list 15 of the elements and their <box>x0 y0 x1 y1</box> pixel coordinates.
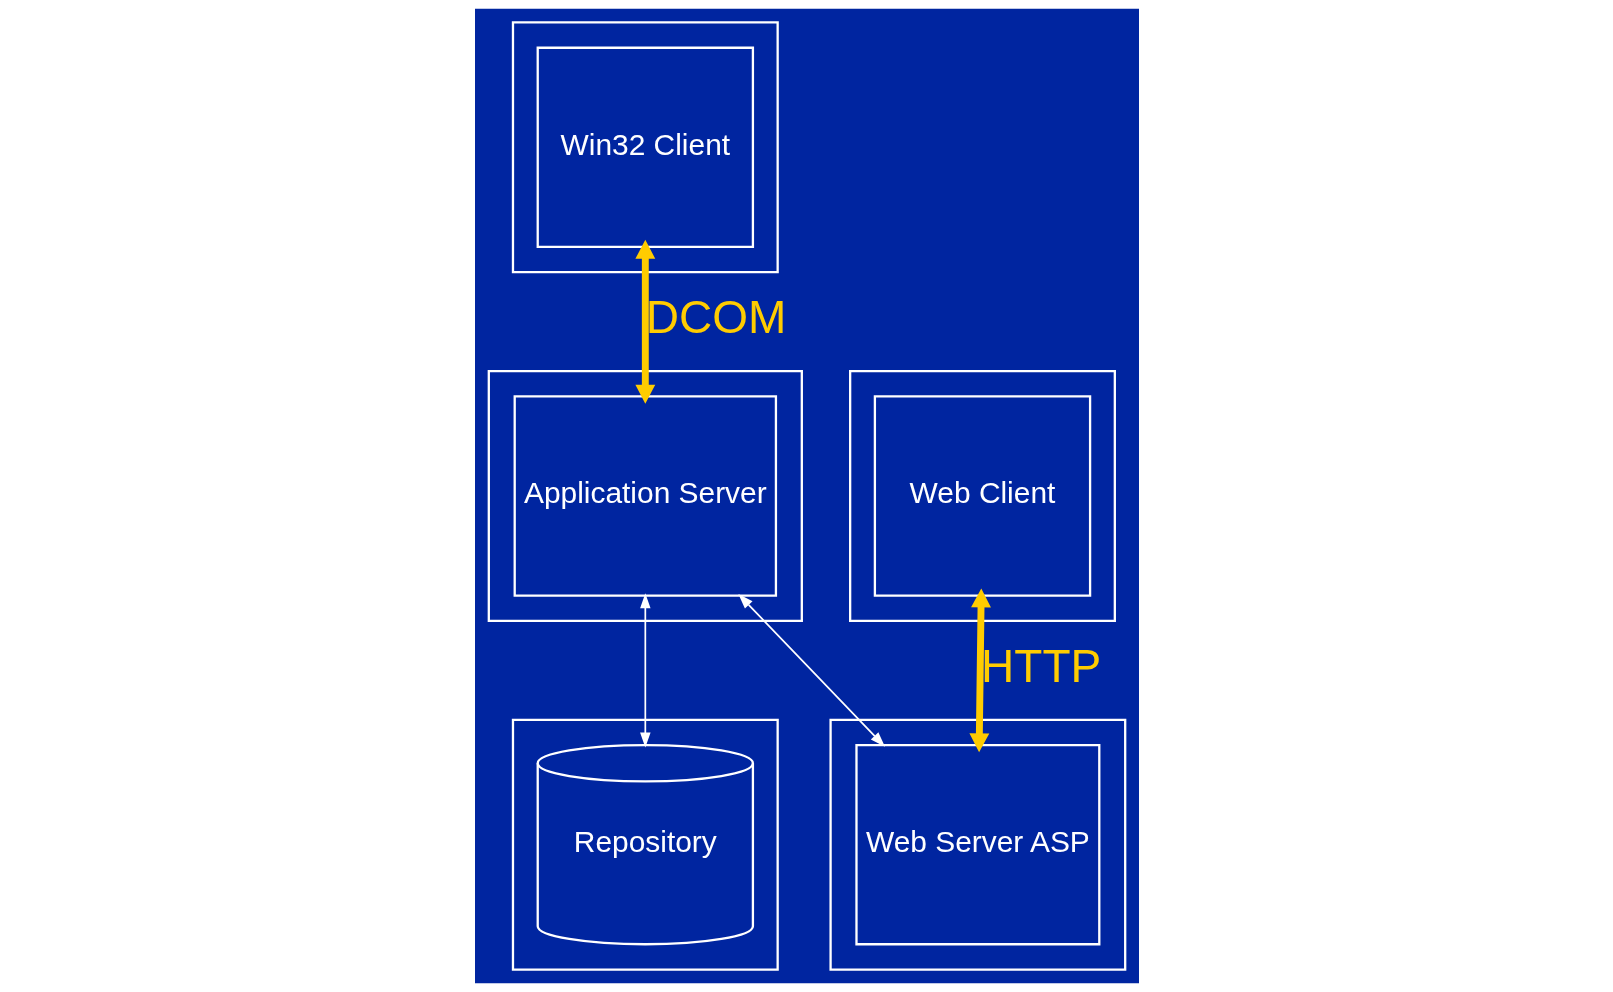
cluster <box>828 718 1126 971</box>
node-box: Web Server ASP <box>854 744 1100 946</box>
arrow <box>639 593 651 748</box>
arrow <box>737 594 885 747</box>
edge-label: DCOM <box>645 291 786 344</box>
cluster <box>487 370 803 622</box>
cluster <box>511 718 779 971</box>
cluster <box>511 21 779 274</box>
node-box: Application Server <box>513 395 777 597</box>
cluster <box>848 370 1116 622</box>
node-box: Web Client <box>873 395 1091 597</box>
edge-label: HTTP <box>980 639 1101 692</box>
arrow <box>634 239 655 404</box>
arrow <box>968 588 991 753</box>
node-box: Win32 Client <box>536 46 754 248</box>
